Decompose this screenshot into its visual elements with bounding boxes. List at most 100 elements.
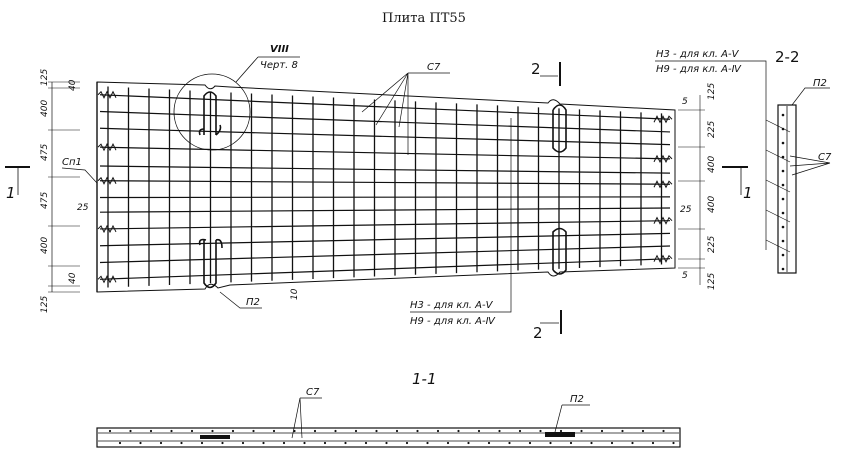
bar-dot [477, 429, 481, 433]
bar-dot [467, 441, 470, 445]
bar-dot [631, 441, 634, 445]
horizontal-bars [99, 94, 671, 280]
bar-stroke [765, 209, 791, 223]
bar-stroke [765, 179, 791, 193]
bar-dot [334, 429, 337, 433]
bar-dot [621, 429, 624, 433]
drawing-title: Плита ПТ55 [382, 11, 466, 26]
section-2-2-outline [777, 104, 797, 274]
label-h9: Н9 - для кл. А-Ⅳ [410, 316, 496, 327]
detail-circle [173, 73, 251, 151]
bar-dot [508, 441, 511, 445]
dim-label-left: 40 [68, 79, 78, 91]
section-1-1-bars [108, 429, 675, 445]
bar-dot [231, 429, 235, 433]
spiral-end [653, 216, 673, 225]
label-c7: С7 [427, 62, 441, 73]
dim-label-right: 225 [707, 236, 717, 253]
bar-dot [159, 441, 163, 445]
bar-stroke [765, 119, 791, 133]
spiral-end [653, 154, 673, 163]
bar-dot [252, 429, 255, 433]
section-1-1: 1-1 С7 П2 [96, 370, 681, 448]
label-p2-section: П2 [813, 78, 827, 89]
bar-dot [641, 429, 645, 433]
label-p2: П2 [246, 297, 260, 308]
horizontal-bar [99, 245, 671, 264]
dim-label-left: 125 [40, 69, 50, 86]
bar-dot [323, 441, 327, 445]
section-2-mark-bottom: 2 [533, 324, 543, 342]
bar-dot [436, 429, 440, 433]
bar-dot [375, 429, 378, 433]
spiral-end [97, 143, 117, 152]
bar-dot [781, 211, 785, 215]
label-c7-section11: С7 [306, 387, 320, 398]
bar-dot [170, 429, 173, 433]
bar-dot [498, 429, 501, 433]
section-2-2: 2-2 Н3 - для кл. А-Ⅴ Н9 - для кл. А-Ⅳ П2… [655, 48, 832, 274]
spiral-end [653, 254, 673, 263]
detail-ref: Черт. 8 [260, 60, 298, 71]
spiral-end [653, 115, 673, 124]
dim-bottom: 10 [290, 288, 300, 300]
leader-lines [291, 397, 590, 439]
label-c7-section: С7 [818, 152, 832, 163]
leader-line [655, 60, 767, 250]
section-1-1-title: 1-1 [412, 370, 437, 388]
dim-label-left: 400 [40, 100, 50, 117]
bar-dot [569, 441, 573, 445]
bar-dot [781, 239, 785, 243]
horizontal-bar [99, 180, 671, 185]
dim-label-left: 25 [77, 203, 89, 213]
dim-label-right: 5 [682, 97, 688, 107]
label-cn1: Сп1 [62, 157, 82, 168]
dim-label-left: 475 [40, 144, 50, 161]
leader-line [410, 118, 512, 313]
bar-dot [662, 429, 665, 433]
horizontal-bar [99, 196, 671, 199]
spiral-ends [97, 90, 673, 284]
bar-dot [241, 441, 245, 445]
bar-dot [610, 441, 614, 445]
bar-dot [354, 429, 358, 433]
bar-dot [262, 441, 265, 445]
bar-stroke [765, 239, 791, 253]
embedded-plate [200, 435, 230, 439]
bar-dot [781, 253, 785, 257]
bar-dot [282, 441, 286, 445]
section-1-mark-right: 1 [743, 184, 753, 202]
bar-dot [781, 113, 785, 117]
leader-line [219, 291, 262, 309]
bar-dot [211, 429, 214, 433]
label-h3-right: Н3 - для кл. А-Ⅴ [656, 49, 740, 60]
dim-label-right: 225 [707, 121, 717, 138]
bar-dot [781, 169, 785, 173]
bar-dot [781, 183, 785, 187]
bar-dot [180, 441, 183, 445]
label-h9-right: Н9 - для кл. А-Ⅳ [656, 64, 742, 75]
embedded-plate [545, 432, 575, 437]
horizontal-bar [99, 258, 671, 280]
section-2-mark-top: 2 [531, 60, 541, 78]
label-p2-section11: П2 [570, 394, 584, 405]
dim-label-left: 40 [68, 272, 78, 284]
bar-dot [539, 429, 542, 433]
bar-dot [549, 441, 552, 445]
bar-dot [303, 441, 306, 445]
bar-dot [118, 441, 122, 445]
spiral-end [97, 90, 117, 99]
spiral-end [97, 176, 117, 185]
bar-dot [600, 429, 604, 433]
bar-dot [129, 429, 132, 433]
bar-dot [781, 155, 785, 159]
bar-dot [139, 441, 142, 445]
bar-dot [426, 441, 429, 445]
horizontal-bar [99, 220, 671, 230]
bar-dot [651, 441, 655, 445]
horizontal-bar [99, 110, 671, 133]
leader-line [235, 56, 259, 83]
leader-lines [789, 87, 831, 176]
